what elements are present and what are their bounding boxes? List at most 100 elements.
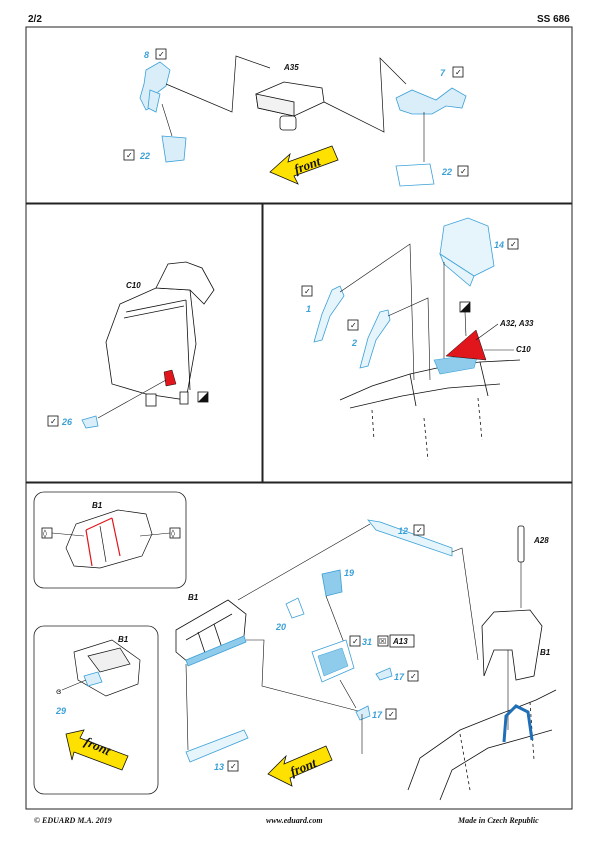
check-glyph: ✓ [352, 637, 359, 646]
leader-line [451, 547, 479, 661]
leader-line [475, 323, 499, 341]
panel-frame-2 [25, 203, 263, 483]
leader-line [51, 532, 85, 537]
part-17-photoetch [355, 705, 371, 721]
remove-part-icon [377, 635, 389, 647]
part-number-31: 31 [362, 637, 372, 647]
photoetch-check-icon [407, 670, 419, 682]
check-glyph: ✓ [350, 321, 357, 330]
website-url: www.eduard.com [266, 816, 323, 825]
photoetch-check-icon [385, 708, 397, 720]
part-number-14: 14 [494, 240, 504, 250]
leader-line [339, 679, 357, 709]
photoetch-check-icon [349, 635, 361, 647]
leader-line [61, 679, 87, 691]
part-2-belt-photoetch [359, 309, 391, 369]
part-26-photoetch [81, 415, 99, 429]
inset-2-label: B1 [118, 635, 129, 644]
panel-4: B1 ◊ ◊ B1 29 ɞ front 12 [33, 491, 557, 801]
check-glyph: ✓ [230, 762, 237, 771]
panel-frame-1 [25, 26, 573, 204]
part-number-20: 20 [275, 622, 286, 632]
sheet-code: SS 686 [537, 14, 570, 25]
part-14-photoetch [439, 217, 495, 287]
leader-line [325, 595, 347, 649]
photoetch-check-icon [452, 66, 464, 78]
part-label-a32-a33: A32, A33 [499, 319, 534, 328]
part-29-photoetch [83, 671, 103, 687]
part-20-photoetch [285, 597, 305, 619]
leader-line [464, 311, 467, 337]
part-label-a35: A35 [283, 63, 299, 72]
leader-line [339, 243, 415, 381]
part-number-19: 19 [344, 568, 354, 578]
photoetch-check-icon [507, 238, 519, 250]
part-a35 [255, 81, 325, 131]
check-glyph: ✓ [460, 167, 467, 176]
photoetch-check-icon [123, 149, 135, 161]
paint-swatch-fill [198, 392, 208, 402]
check-glyph: ✓ [158, 50, 165, 59]
leader-line [97, 379, 167, 419]
photoetch-check-icon [47, 415, 59, 427]
part-31-screen [317, 647, 349, 677]
part-22-right-photoetch [395, 163, 435, 187]
check-glyph: ✓ [410, 672, 417, 681]
front-label: front [288, 755, 319, 779]
check-glyph: ✓ [510, 240, 517, 249]
check-glyph: ✓ [126, 151, 133, 160]
part-a28 [517, 525, 525, 563]
leader-line [237, 523, 371, 601]
part-13-photoetch [185, 729, 249, 763]
part-1-belt-photoetch [313, 285, 345, 343]
part-number-2: 2 [351, 338, 357, 348]
part-label-a28: A28 [533, 536, 549, 545]
photoetch-check-icon [301, 285, 313, 297]
part-number-17b: 17 [372, 710, 383, 720]
part-17-photoetch [375, 667, 393, 681]
part-number-7: 7 [440, 68, 446, 78]
part-number-1: 1 [306, 304, 311, 314]
part-12-photoetch [367, 519, 453, 557]
part-label-a13: A13 [392, 637, 408, 646]
part-number-17a: 17 [394, 672, 405, 682]
part-number-22a: 22 [139, 151, 150, 161]
front-arrow-icon: front [65, 729, 129, 771]
leader-line [387, 297, 431, 381]
leader-line [161, 103, 173, 137]
leader-line [323, 57, 407, 133]
red-paint-area [445, 329, 487, 361]
panel-3: 14 ✓ 1 ✓ 2 ✓ A32, A33 C10 [301, 217, 534, 461]
photoetch-check-icon [347, 319, 359, 331]
panel-1: 8 ✓ ✓ 22 A35 7 ✓ 22 ✓ [123, 48, 469, 187]
fuselage-cockpit [339, 359, 521, 461]
part-label-b1-seat: B1 [540, 648, 551, 657]
part-label-c10: C10 [126, 281, 141, 290]
front-arrow-icon: front [267, 745, 333, 787]
inset-1-label: B1 [92, 501, 103, 510]
photoetch-check-icon [155, 48, 167, 60]
part-19-photoetch [321, 569, 343, 597]
part-c10-seat [105, 261, 215, 407]
check-glyph: ✓ [416, 526, 423, 535]
leader-line [246, 639, 363, 713]
panel-frame-4 [25, 482, 573, 810]
part-7-photoetch [395, 87, 467, 115]
installed-strip [185, 635, 247, 667]
part-22-left-photoetch [161, 135, 187, 163]
leader-line [139, 532, 171, 537]
leader-line [185, 663, 189, 751]
part-a13-badge [389, 634, 415, 648]
red-paint-area [163, 369, 177, 387]
photoetch-check-icon [413, 524, 425, 536]
part-number-29: 29 [55, 706, 66, 716]
glue-glyph: ◊ [43, 529, 47, 538]
front-arrow-icon: front [269, 145, 339, 185]
photoetch-check-icon [457, 165, 469, 177]
made-in: Made in Czech Republic [458, 816, 539, 825]
check-glyph: ✓ [455, 68, 462, 77]
part-number-12: 12 [398, 526, 408, 536]
panel-2: C10 ✓ 26 [47, 261, 215, 429]
page-number: 2/2 [28, 14, 42, 25]
